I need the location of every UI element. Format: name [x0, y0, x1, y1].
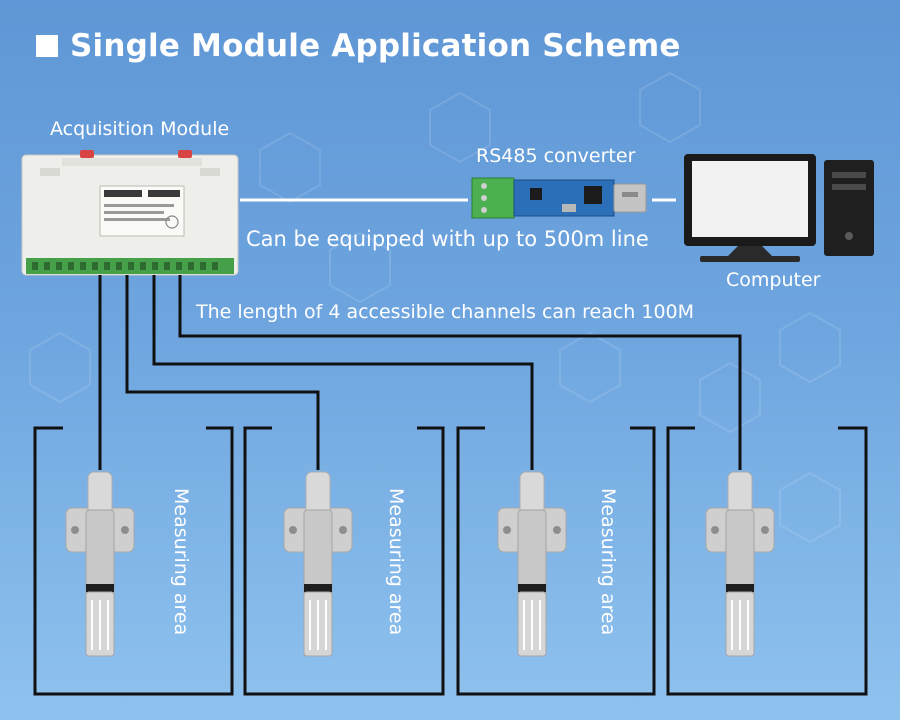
- square-bullet-icon: [36, 35, 58, 57]
- acquisition-module-label: Acquisition Module: [50, 118, 230, 140]
- measuring-area-frame-3: [456, 426, 656, 696]
- sensor-probe-1: [65, 471, 135, 657]
- line-length-label: Can be equipped with up to 500m line: [246, 227, 649, 251]
- sensor-wiring: [98, 275, 742, 470]
- measuring-area-frame-4: [666, 426, 868, 696]
- rs485-converter-device: [471, 177, 647, 219]
- measuring-area-frame-1: [33, 426, 234, 696]
- wire-channel-2: [125, 275, 320, 470]
- sensor-probe-3: [497, 471, 567, 657]
- measuring-area-label-1: Measuring area: [170, 488, 192, 636]
- measuring-area-label-3: Measuring area: [597, 488, 619, 636]
- measuring-area-frames: [33, 426, 868, 696]
- title-bar: Single Module Application Scheme: [36, 28, 681, 64]
- page-title: Single Module Application Scheme: [70, 28, 681, 64]
- wire-channel-3: [152, 275, 534, 470]
- rs485-converter-label: RS485 converter: [476, 145, 636, 167]
- sensor-probe-4: [705, 471, 775, 657]
- channels-length-label: The length of 4 accessible channels can …: [196, 301, 695, 323]
- acquisition-module-device: [21, 150, 239, 276]
- measuring-area-frame-2: [243, 426, 445, 696]
- wire-channel-4: [178, 275, 742, 470]
- sensor-probe-2: [283, 471, 353, 657]
- computer-label: Computer: [726, 269, 821, 291]
- measuring-area-label-2: Measuring area: [385, 488, 407, 636]
- computer-icon: [684, 154, 874, 262]
